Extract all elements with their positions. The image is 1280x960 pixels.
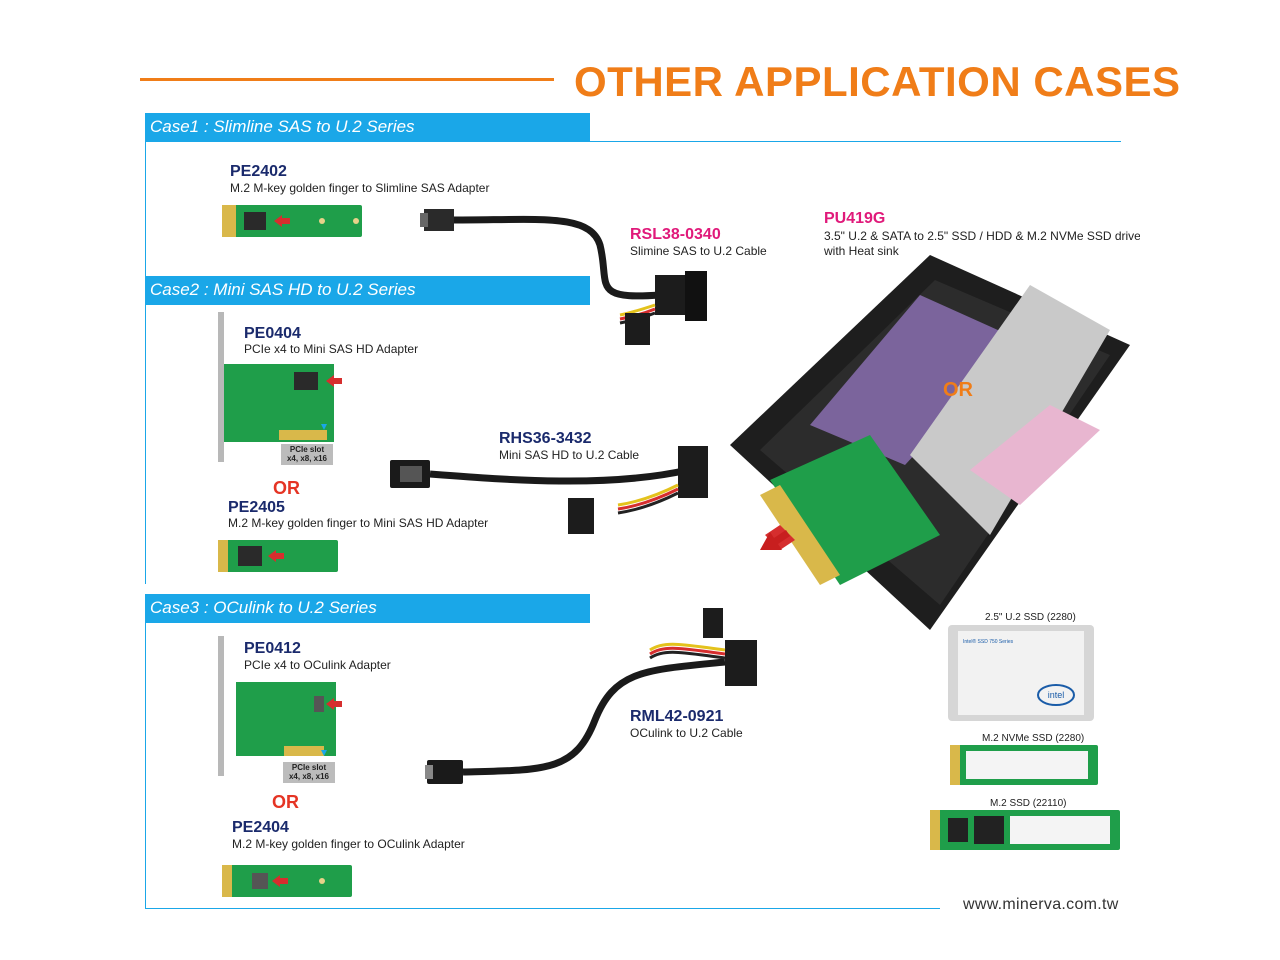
u2-ssd-image: Intel® SSD 750 Series intel [948,625,1094,721]
case3-header: Case3 : OCulink to U.2 Series [145,594,590,622]
pe2404-m2-card [222,865,352,897]
pu419g-desc-1: 3.5" U.2 & SATA to 2.5" SSD / HDD & M.2 … [824,229,1140,243]
rhs36-cable [390,446,708,534]
pe0404-desc: PCIe x4 to Mini SAS HD Adapter [244,342,419,356]
pe2402-m2-card [222,205,362,237]
pu419g-pn: PU419G [824,210,886,227]
pe0412-pcie-card [218,636,342,776]
rml42-cable [425,608,757,784]
case3-left-rule [145,622,146,908]
case3-rule [145,622,590,623]
rhs36-pn: RHS36-3432 [499,430,592,447]
pcie-slot-sizes: x4, x8, x16 [288,772,330,781]
nvme-ssd-label: M.2 NVMe SSD (2280) [982,733,1085,744]
page-title: OTHER APPLICATION CASES [574,58,1181,105]
pe2405-m2-card [218,540,338,572]
m2-ssd-image [930,810,1120,850]
case1-header: Case1 : Slimline SAS to U.2 Series [145,113,590,141]
pe0404-pcie-slot: PCIe slot x4, x8, x16 [281,444,333,465]
bottom-rule [145,908,940,909]
pu419g-desc-2: with Heat sink [824,244,899,258]
pe2402-desc: M.2 M-key golden finger to Slimline SAS … [230,181,490,195]
rml42-pn: RML42-0921 [630,708,724,725]
m2-ssd-label: M.2 SSD (22110) [990,798,1067,809]
pe0404-pcie-card [218,312,342,462]
title-rule [140,78,554,81]
pe0412-pcie-slot: PCIe slot x4, x8, x16 [283,762,335,783]
case2-header: Case2 : Mini SAS HD to U.2 Series [145,276,590,304]
or-label-tray: OR [943,379,973,401]
u2-ssd-label: 2.5" U.2 SSD (2280) [985,612,1076,623]
pe2404-desc: M.2 M-key golden finger to OCulink Adapt… [232,837,465,851]
case2-left-rule [145,304,146,584]
pcie-slot-sizes: x4, x8, x16 [286,454,328,463]
pcie-slot-label: PCIe slot [289,445,325,454]
pe2405-pn: PE2405 [228,499,285,516]
rsl38-cable [420,209,707,345]
arrow-icon [760,530,790,550]
or-label-case3: OR [272,792,299,812]
pe0412-desc: PCIe x4 to OCulink Adapter [244,658,391,672]
or-label-case2: OR [273,478,300,498]
nvme-ssd-image [950,745,1098,785]
ssd-model-label: Intel® SSD 750 Series [963,638,1014,645]
pe0404-pn: PE0404 [244,325,301,342]
case1-rule [145,141,1121,142]
rhs36-desc: Mini SAS HD to U.2 Cable [499,448,640,462]
rml42-desc: OCulink to U.2 Cable [630,726,743,740]
rsl38-desc: Slimine SAS to U.2 Cable [630,244,767,258]
case1-left-rule [145,141,146,276]
pe0412-pn: PE0412 [244,640,301,657]
intel-logo: intel [1048,690,1065,700]
rsl38-pn: RSL38-0340 [630,226,721,243]
pu419g-drive-tray [730,255,1130,630]
website-url: www.minerva.com.tw [963,896,1119,913]
pcie-slot-label: PCIe slot [291,763,327,772]
pe2405-desc: M.2 M-key golden finger to Mini SAS HD A… [228,516,489,530]
pe2404-pn: PE2404 [232,819,289,836]
case2-rule [145,304,590,305]
pe2402-pn: PE2402 [230,163,287,180]
